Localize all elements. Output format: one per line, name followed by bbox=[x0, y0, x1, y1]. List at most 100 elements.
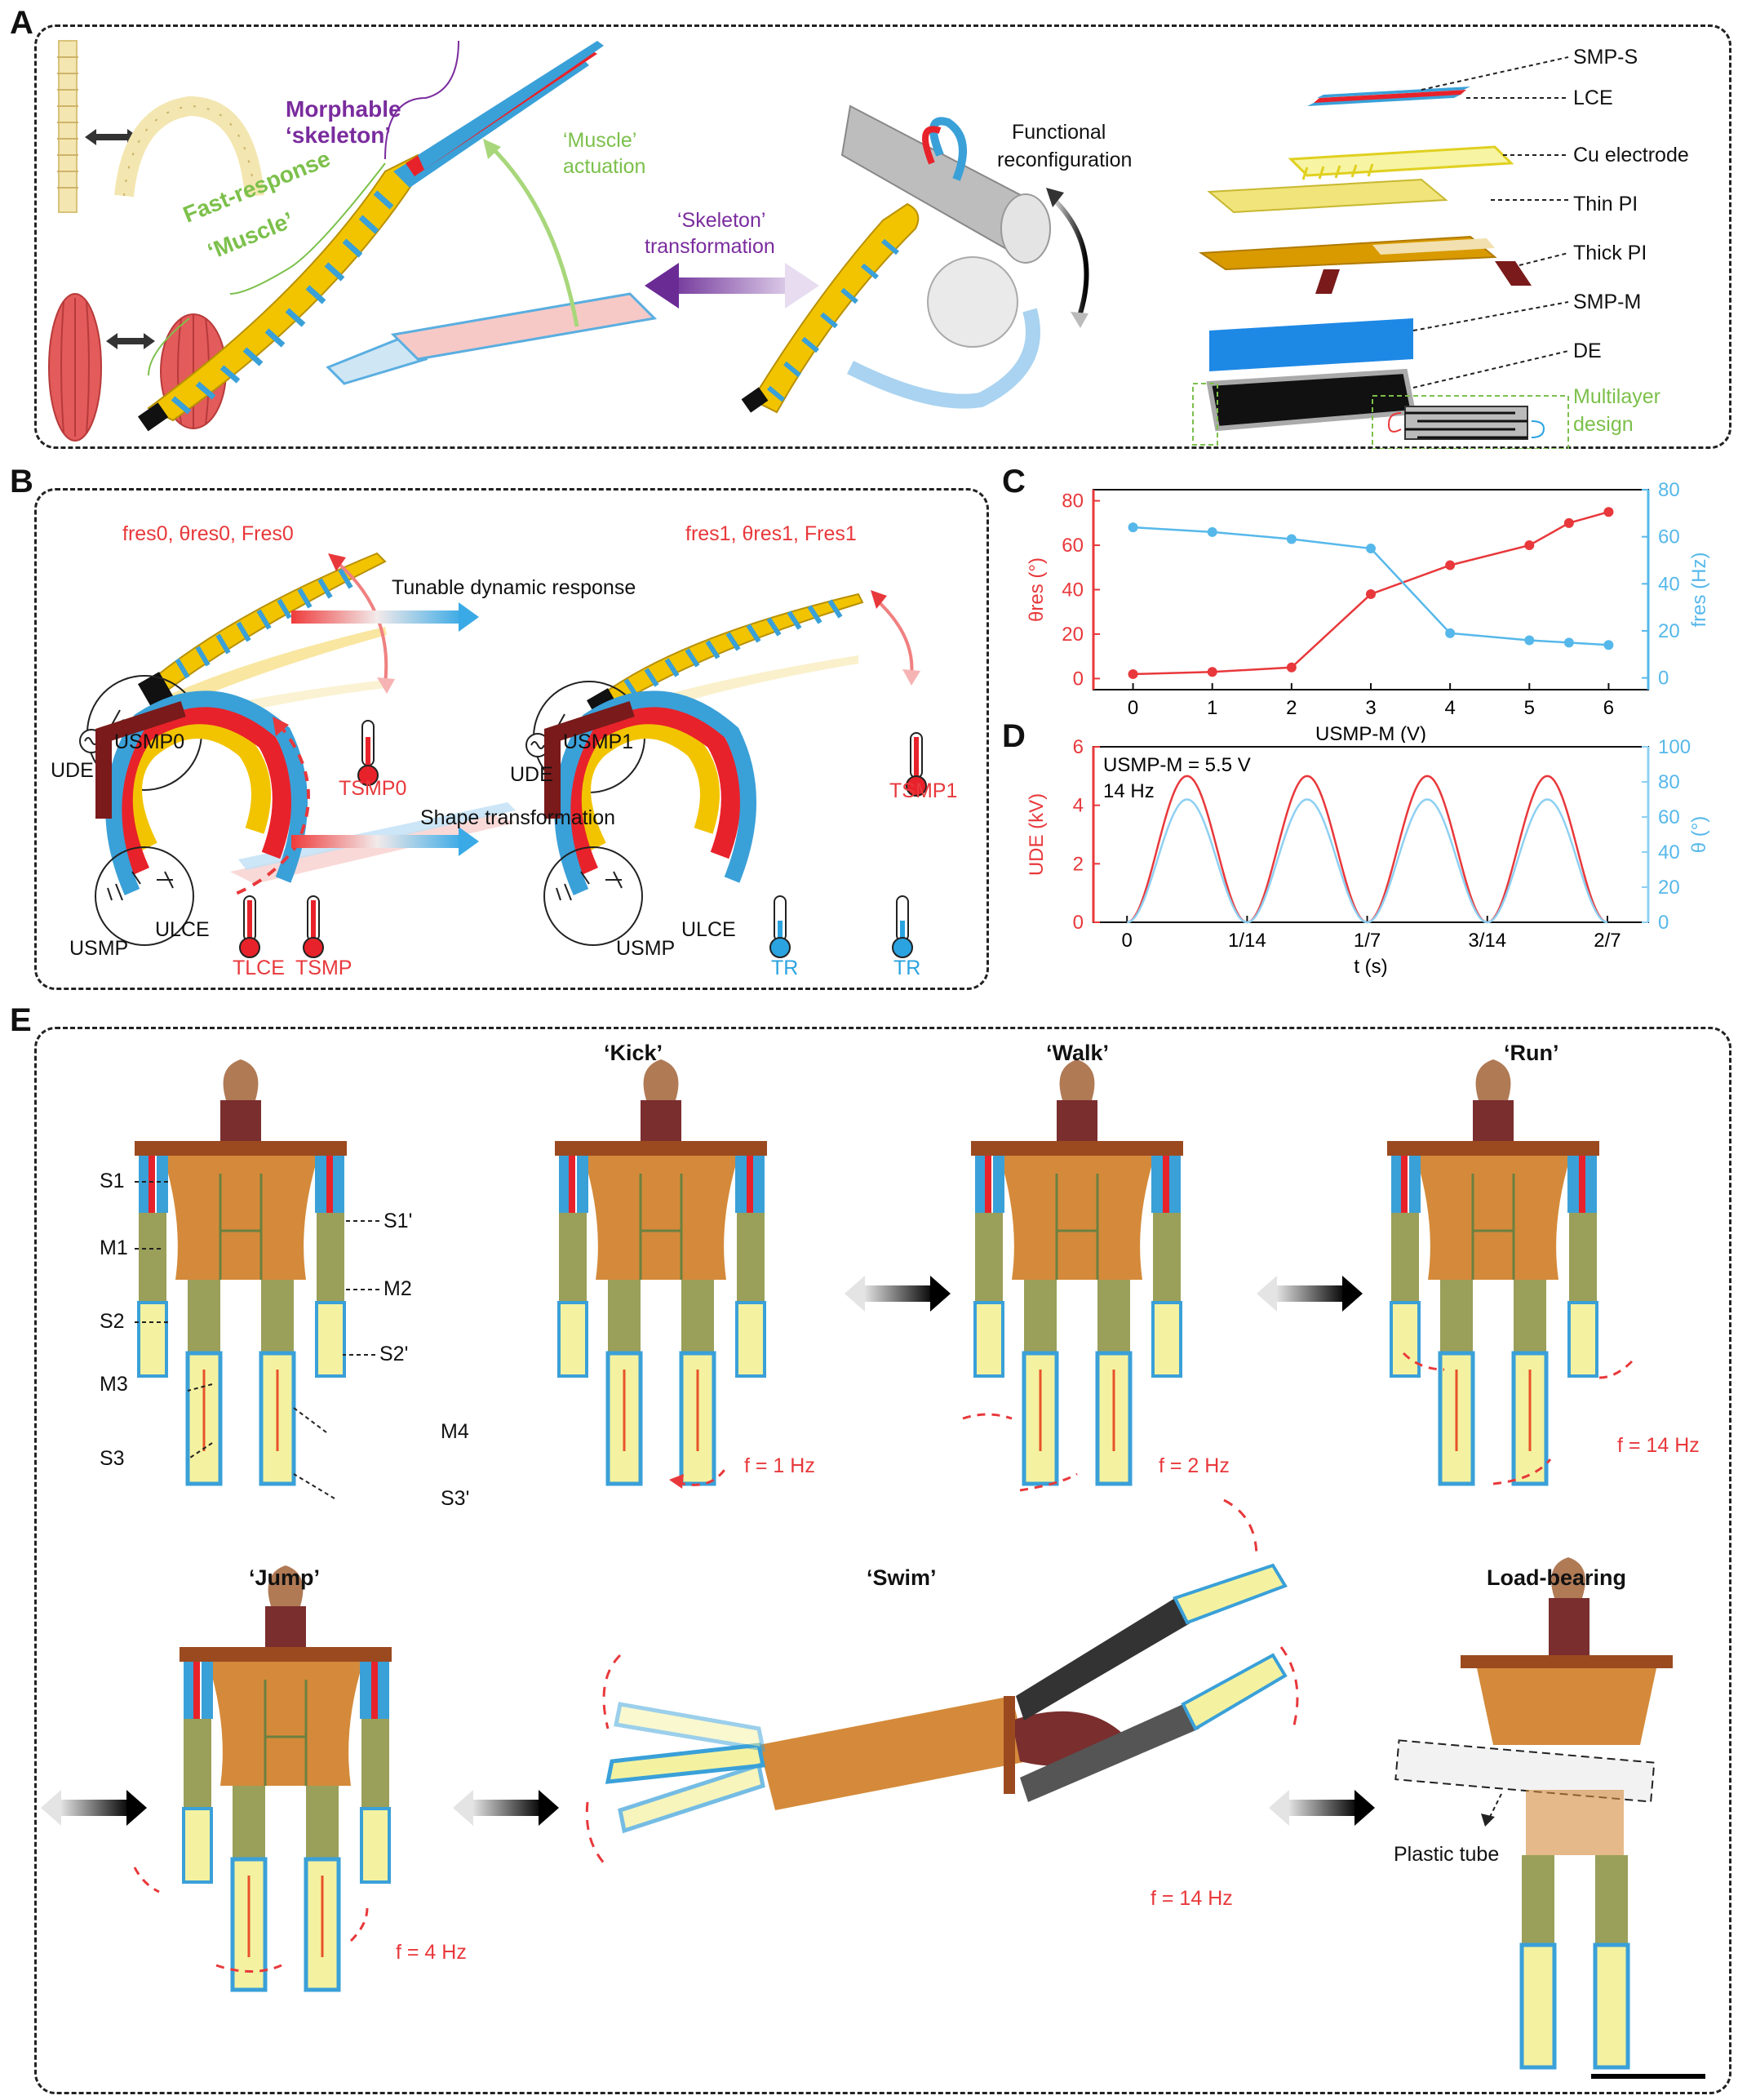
u-lce-right: ULCE bbox=[681, 918, 736, 941]
title-walk: ‘Walk’ bbox=[1046, 1041, 1110, 1065]
chart-c-series-line-1 bbox=[1133, 526, 1609, 646]
panel-letter-d: D bbox=[1002, 718, 1026, 754]
chart-d-ytick-right-label: 60 bbox=[1658, 806, 1680, 828]
chart-c-xtick-label: 1 bbox=[1207, 697, 1217, 719]
chart-d-ytick-left-label: 4 bbox=[1073, 795, 1084, 817]
panel-a-box bbox=[34, 24, 1731, 449]
chart-d-ytick-left-label: 0 bbox=[1073, 912, 1084, 934]
u-smp0-label: USMP0 bbox=[114, 730, 185, 753]
robot-swim bbox=[585, 1498, 1299, 1869]
chart-c-point bbox=[1128, 522, 1138, 533]
skeleton-transformation-label-1: ‘Skeleton’ bbox=[677, 209, 766, 232]
spine-bent-icon bbox=[114, 95, 264, 198]
t-smp1-label: TSMP1 bbox=[889, 779, 958, 802]
panel-letter-e: E bbox=[10, 1002, 32, 1038]
robot-kick bbox=[555, 1059, 767, 1489]
t-r-label-2: TR bbox=[893, 957, 921, 979]
u-smp1-label: USMP1 bbox=[563, 730, 634, 753]
skeleton-transformation-arrow-icon bbox=[645, 263, 819, 309]
transition-arrow-icon-1 bbox=[845, 1276, 951, 1312]
freq-run: f = 14 Hz bbox=[1617, 1434, 1700, 1457]
panel-b-illustration bbox=[79, 552, 927, 958]
robot-labeled bbox=[135, 1059, 379, 1499]
transition-arrow-icon-2 bbox=[1257, 1276, 1363, 1312]
title-swim: ‘Swim’ bbox=[867, 1565, 937, 1590]
shape-transformation-arrow-icon bbox=[291, 827, 479, 856]
t-smp-label: TSMP bbox=[295, 957, 352, 979]
part-label-m2: M2 bbox=[384, 1277, 412, 1300]
freq-swim: f = 14 Hz bbox=[1151, 1887, 1233, 1910]
layer-label-smp-m: SMP-M bbox=[1573, 291, 1642, 313]
spine-straight-icon bbox=[57, 40, 78, 213]
chart-c-xtick-label: 3 bbox=[1365, 697, 1376, 719]
chart-c-point bbox=[1445, 560, 1456, 571]
chart-c-ytick-right-label: 60 bbox=[1658, 526, 1680, 548]
chart-c-ylabel-right: fres (Hz) bbox=[1688, 553, 1710, 628]
transition-arrow-icon-5 bbox=[1269, 1790, 1375, 1826]
title-load-bearing: Load-bearing bbox=[1487, 1565, 1627, 1590]
panel-letter-c: C bbox=[1002, 464, 1026, 499]
thermometer-icon-smp0 bbox=[357, 720, 379, 786]
muscle-actuation-label-1: ‘Muscle’ bbox=[563, 129, 637, 152]
layer-label-de: DE bbox=[1573, 340, 1602, 362]
functional-reconfiguration-label-1: Functional bbox=[1012, 121, 1106, 144]
part-label-s1p: S1' bbox=[384, 1210, 413, 1232]
chart-d-annotation-2: 14 Hz bbox=[1103, 780, 1155, 802]
tunable-arrow-icon bbox=[291, 602, 479, 632]
chart-c-xtick-label: 4 bbox=[1444, 697, 1455, 719]
chart-c-ytick-right-label: 20 bbox=[1658, 620, 1680, 642]
chart-d-annotation-1: USMP-M = 5.5 V bbox=[1103, 754, 1251, 776]
chart-c-xtick-label: 2 bbox=[1286, 697, 1297, 719]
chart-c-point bbox=[1286, 534, 1297, 544]
transition-arrow-icon-3 bbox=[41, 1790, 147, 1826]
t-smp0-label: TSMP0 bbox=[339, 777, 407, 800]
chart-d-ytick-right-label: 20 bbox=[1658, 877, 1680, 899]
exploded-layers-illustration bbox=[1192, 56, 1569, 449]
muscle-long-icon bbox=[48, 293, 102, 442]
chart-c-point bbox=[1603, 507, 1614, 517]
tunable-dynamic-label: Tunable dynamic response bbox=[392, 576, 636, 599]
actuator-bent-illustration bbox=[137, 41, 658, 432]
double-arrow-icon-2 bbox=[106, 333, 155, 349]
t-lce-label: TLCE bbox=[233, 957, 285, 979]
part-label-s3p: S3' bbox=[441, 1487, 470, 1510]
chart-c-ytick-right-label: 0 bbox=[1658, 668, 1669, 690]
panel-letter-b: B bbox=[10, 464, 33, 499]
chart-d-xtick-label: 2/7 bbox=[1594, 930, 1621, 952]
panel-letter-a: A bbox=[10, 5, 33, 41]
freq-walk: f = 2 Hz bbox=[1159, 1454, 1230, 1477]
freq-kick: f = 1 Hz bbox=[744, 1454, 815, 1477]
part-label-m4: M4 bbox=[441, 1420, 469, 1443]
part-label-s2: S2 bbox=[100, 1310, 125, 1333]
chart-c-series-line-0 bbox=[1133, 511, 1609, 676]
title-run: ‘Run’ bbox=[1504, 1041, 1559, 1065]
muscle-actuation-label-2: actuation bbox=[563, 155, 646, 178]
chart-c-point bbox=[1128, 668, 1138, 679]
chart-c-xtick-label: 6 bbox=[1603, 697, 1614, 719]
actuator-shape-right bbox=[543, 690, 756, 946]
chart-c-point bbox=[1445, 628, 1456, 638]
chart-d-xlabel: t (s) bbox=[1354, 956, 1387, 978]
t-r-label-1: TR bbox=[771, 957, 799, 979]
chart-c-ylabel-left: θres (°) bbox=[1026, 557, 1048, 622]
shape-transformation-label: Shape transformation bbox=[420, 806, 616, 829]
chart-d-xtick-label: 1/7 bbox=[1354, 930, 1381, 952]
chart-c-ytick-left-label: 20 bbox=[1062, 624, 1084, 646]
chart-d-ytick-right-label: 100 bbox=[1658, 739, 1691, 758]
chart-d-ylabel-left: UDE (kV) bbox=[1026, 793, 1048, 876]
chart-c-xtick-label: 0 bbox=[1128, 697, 1138, 719]
multilayer-label-1: Multilayer bbox=[1573, 385, 1660, 408]
panel-a-illustration bbox=[48, 40, 1569, 449]
thermometer-icon-smp1 bbox=[906, 732, 927, 797]
multilayer-label-2: design bbox=[1573, 413, 1634, 436]
u-smp-left: USMP bbox=[69, 937, 129, 960]
chart-c-ytick-right-label: 40 bbox=[1658, 573, 1680, 595]
chart-d-ytick-right-label: 40 bbox=[1658, 841, 1680, 864]
chart-d-xtick-label: 3/14 bbox=[1468, 930, 1506, 952]
layer-label-cu-electrode: Cu electrode bbox=[1573, 144, 1689, 166]
panel-e-box bbox=[34, 1027, 1731, 2094]
scale-bar bbox=[1591, 2074, 1705, 2079]
morphable-label-1: Morphable bbox=[286, 96, 401, 122]
robot-load-bearing bbox=[1394, 1557, 1673, 2070]
